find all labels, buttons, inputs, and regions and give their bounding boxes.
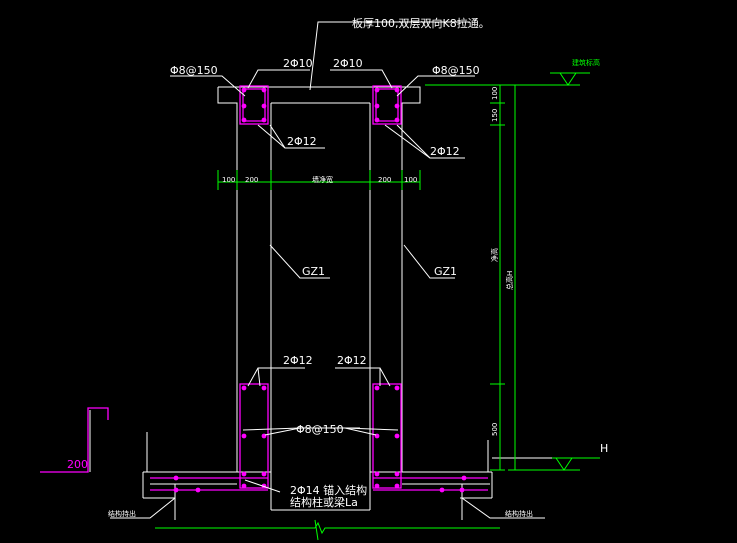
rebar-dots bbox=[173, 87, 467, 493]
rebar-dot bbox=[439, 487, 445, 493]
top-bar-left-label: 2Φ10 bbox=[283, 57, 313, 70]
stirrup-top-left bbox=[239, 85, 269, 125]
dim-200-right: 200 bbox=[378, 176, 391, 184]
rebar-dot bbox=[374, 433, 380, 439]
stirrup-top-right bbox=[372, 85, 402, 125]
anchor-note-1: 2Φ14 锚入结构 bbox=[290, 483, 367, 497]
leader-lines bbox=[110, 21, 600, 519]
rebar-dot bbox=[241, 103, 247, 109]
struct-label-right: 结构持出 bbox=[505, 509, 533, 518]
rebar-dot bbox=[374, 103, 380, 109]
stirrup-top-right-label: Φ8@150 bbox=[432, 64, 480, 77]
rebar-dot bbox=[394, 483, 400, 489]
rebar-dot bbox=[394, 471, 400, 477]
rebar-dot bbox=[374, 385, 380, 391]
dim-v-150: 150 bbox=[491, 109, 499, 122]
anchor-note-2: 结构柱或梁La bbox=[290, 495, 358, 509]
rebar-dot bbox=[374, 87, 380, 93]
rebar-dot bbox=[195, 487, 201, 493]
stirrup-bottom-label: Φ8@150 bbox=[296, 423, 344, 436]
struct-label-left: 结构持出 bbox=[108, 509, 136, 518]
stirrup-top-left-inner bbox=[242, 88, 266, 122]
dim-200-left: 200 bbox=[245, 176, 258, 184]
rebar-dot bbox=[394, 87, 400, 93]
mid-bar-left-label: 2Φ12 bbox=[287, 135, 317, 148]
dim-v-100: 100 bbox=[491, 87, 499, 100]
low-bar-right-label: 2Φ12 bbox=[337, 354, 367, 367]
rebar-dot bbox=[374, 471, 380, 477]
dim-v-total: 总高H bbox=[505, 271, 514, 290]
dimension-text: 100 200 墙净宽 200 100 100 150 净高 总高H 500 bbox=[222, 87, 514, 436]
rebar-dot bbox=[173, 475, 179, 481]
text-labels: 板厚100,双层双向K8拉通。 2Φ10 2Φ10 Φ8@150 Φ8@150 … bbox=[67, 16, 608, 518]
rebar-dot bbox=[261, 433, 267, 439]
rebar-dot bbox=[241, 117, 247, 123]
rebar-dot bbox=[261, 103, 267, 109]
rebar-dot bbox=[261, 471, 267, 477]
concrete-outline bbox=[142, 86, 493, 520]
rebar-dot bbox=[241, 483, 247, 489]
col-left-label: GZ1 bbox=[302, 265, 325, 278]
dim-100-left: 100 bbox=[222, 176, 235, 184]
dim-100-right: 100 bbox=[404, 176, 417, 184]
rebar-dot bbox=[394, 117, 400, 123]
rebar-dot bbox=[374, 483, 380, 489]
stirrup-top-right-inner bbox=[375, 88, 399, 122]
low-bar-left-label: 2Φ12 bbox=[283, 354, 313, 367]
dimension-lines bbox=[155, 72, 600, 541]
stirrup-bottom-right bbox=[372, 383, 402, 489]
top-bar-right-label: 2Φ10 bbox=[333, 57, 363, 70]
rebar-dot bbox=[173, 487, 179, 493]
hook-dim-label: 200 bbox=[67, 458, 88, 471]
mid-bar-right-label: 2Φ12 bbox=[430, 145, 460, 158]
rebar-dot bbox=[241, 433, 247, 439]
rebar-dot bbox=[374, 117, 380, 123]
rebar-dot bbox=[461, 475, 467, 481]
hook-detail bbox=[40, 407, 109, 473]
rebar-dot bbox=[241, 385, 247, 391]
rebar-dot bbox=[394, 433, 400, 439]
rebar-dot bbox=[241, 471, 247, 477]
rebar-dot bbox=[261, 87, 267, 93]
level-top-label: 建筑标高 bbox=[572, 58, 600, 67]
dim-v-500: 500 bbox=[491, 423, 499, 436]
rebar-dot bbox=[261, 385, 267, 391]
col-right-label: GZ1 bbox=[434, 265, 457, 278]
level-bottom-label: H bbox=[600, 442, 608, 455]
stirrup-bottom-left bbox=[239, 383, 269, 489]
stirrup-top-left-label: Φ8@150 bbox=[170, 64, 218, 77]
dim-mid: 墙净宽 bbox=[312, 175, 333, 184]
rebar-dot bbox=[241, 87, 247, 93]
rebar-dot bbox=[261, 117, 267, 123]
top-note-text: 板厚100,双层双向K8拉通。 bbox=[352, 16, 490, 30]
dim-v-mid: 净高 bbox=[490, 248, 499, 262]
rebar-dot bbox=[459, 487, 465, 493]
rebar-dot bbox=[394, 103, 400, 109]
rebar-dot bbox=[394, 385, 400, 391]
